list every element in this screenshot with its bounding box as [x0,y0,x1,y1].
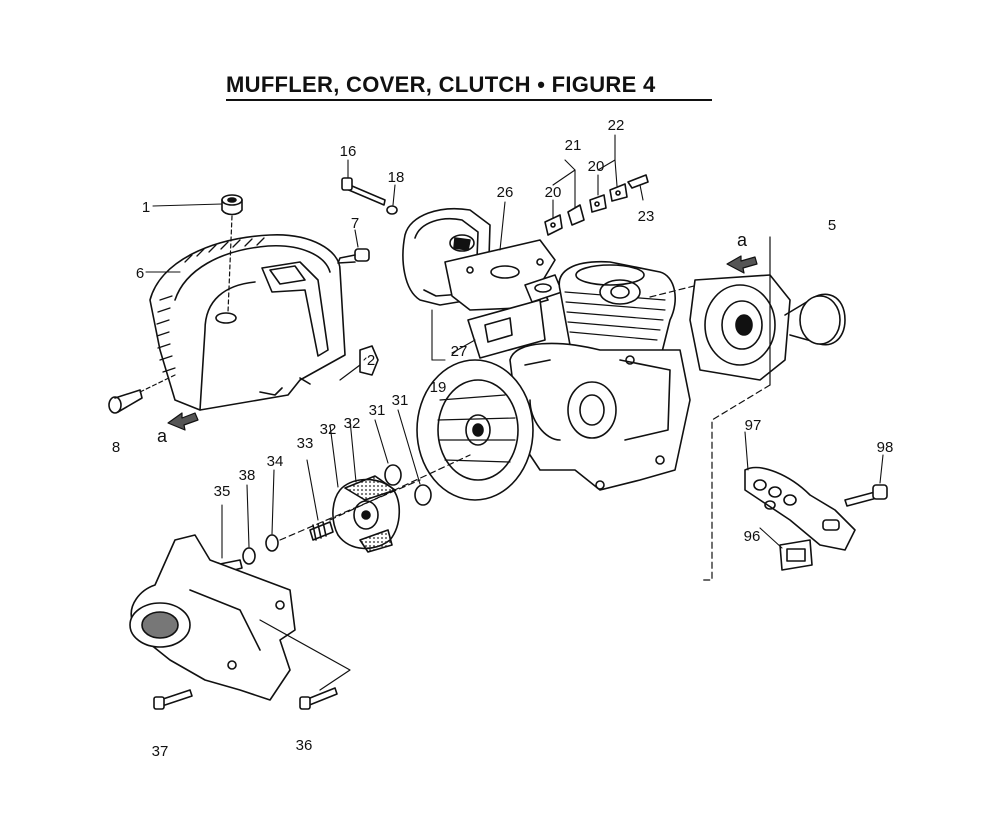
recoil-starter [689,274,846,381]
callout-36: 36 [296,737,313,754]
handle-bracket [744,466,856,551]
callout-7: 7 [351,215,359,232]
callout-26: 26 [497,184,514,201]
callout-35: 35 [214,483,231,500]
callout-2: 2 [367,352,375,369]
clutch-housing [129,534,296,701]
muffler-shield [467,299,546,359]
callout-22: 22 [608,117,625,134]
arrow-label-a-left: a [157,426,168,446]
muffler-bolt [341,177,386,206]
callout-31b: 31 [392,392,409,409]
callout-97: 97 [745,417,762,434]
grommet [221,194,243,216]
title-underline [226,99,712,101]
pipe-clamp [779,539,813,571]
callout-1: 1 [142,199,150,216]
callout-19: 19 [430,379,447,396]
callout-31a: 31 [369,402,386,419]
callout-27: 27 [451,343,468,360]
callout-98: 98 [877,439,894,456]
callout-8: 8 [112,439,120,456]
callout-20a: 20 [545,184,562,201]
spark-arrestor-parts [544,183,628,236]
callout-23: 23 [638,208,655,225]
cover-screw-7 [337,248,370,264]
callout-34: 34 [267,453,284,470]
crankcase [509,342,691,491]
clutch-assembly [332,475,401,553]
callout-32a: 32 [320,421,337,438]
cover-clip [359,345,379,376]
callout-21: 21 [565,137,582,154]
callout-18: 18 [388,169,405,186]
callout-16: 16 [340,143,357,160]
figure-title: MUFFLER, COVER, CLUTCH • FIGURE 4 [226,72,656,97]
flywheel [416,359,534,501]
callout-6: 6 [136,265,144,282]
callout-20b: 20 [588,158,605,175]
callout-96: 96 [744,528,761,545]
callout-33: 33 [297,435,314,452]
housing-screw-36 [299,687,338,710]
callout-38: 38 [239,467,256,484]
arrow-label-a-right: a [737,230,748,250]
callout-labels: 1 2 5 6 7 8 16 18 19 20 20 21 22 23 26 2… [112,117,894,760]
callout-32b: 32 [344,415,361,432]
engine-cover [149,234,346,411]
cover-screw-8 [108,389,143,414]
callout-5: 5 [828,217,836,234]
callout-37: 37 [152,743,169,760]
bracket-bolt [844,484,888,507]
housing-screw-37 [153,689,193,710]
